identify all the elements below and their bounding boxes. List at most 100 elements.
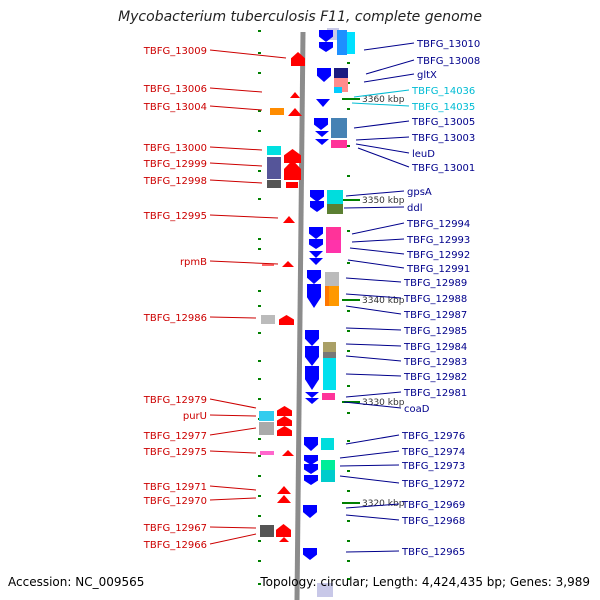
right-label-connector (339, 475, 400, 484)
forward-gene-triangle (283, 216, 295, 223)
right-label-connector (349, 247, 405, 255)
domain-box (323, 352, 336, 358)
domain-box (327, 204, 343, 214)
left-label-connector (209, 49, 287, 59)
domain-box (259, 411, 274, 421)
reverse-gene-arrow (304, 464, 318, 474)
reverse-gene-arrow (314, 118, 328, 130)
left-label-connector (209, 526, 257, 529)
tick-mark (258, 198, 261, 200)
tick-mark (347, 230, 350, 232)
forward-gene-triangle (282, 261, 294, 267)
domain-box (321, 460, 335, 470)
tick-mark (258, 378, 261, 380)
tick-mark (258, 238, 261, 240)
forward-gene-triangle (277, 486, 291, 494)
right-label-connector (355, 136, 410, 141)
left-label-connector (209, 450, 257, 454)
scale-label: 3320 kbp (362, 499, 405, 509)
right-label-connector (351, 238, 405, 243)
tick-mark (258, 560, 261, 562)
tick-mark (258, 290, 261, 292)
reverse-gene-triangle (315, 131, 329, 137)
right-gene-label: TBFG_13003 (411, 133, 475, 144)
right-label-connector (343, 401, 402, 409)
left-gene-label: TBFG_12975 (143, 447, 207, 458)
left-label-connector (209, 146, 263, 151)
right-gene-label: TBFG_13008 (416, 56, 480, 67)
forward-gene-arrow (277, 416, 292, 426)
domain-box (267, 157, 281, 179)
tick-mark (258, 72, 261, 74)
left-gene-label: TBFG_12966 (143, 540, 207, 551)
right-gene-label: TBFG_12981 (403, 388, 467, 399)
tick-mark (347, 520, 350, 522)
reverse-gene-arrow (304, 437, 318, 451)
reverse-gene-triangle (309, 258, 323, 265)
right-gene-label: TBFG_12969 (401, 500, 465, 511)
left-label-connector (209, 485, 257, 491)
tick-mark (258, 540, 261, 542)
domain-box (259, 422, 274, 435)
right-label-connector (345, 327, 402, 331)
right-label-connector (357, 147, 410, 168)
right-label-connector (345, 434, 400, 445)
right-label-connector (345, 503, 400, 509)
right-label-connector (363, 42, 415, 51)
tick-mark (347, 310, 350, 312)
label-layer: TBFG_13009TBFG_13006TBFG_13004TBFG_13000… (143, 39, 481, 558)
domain-box (347, 32, 355, 54)
domain-box (322, 393, 335, 400)
reverse-gene-triangle (316, 99, 330, 107)
domain-box (267, 180, 281, 188)
tick-mark (347, 490, 350, 492)
domain-box (321, 438, 334, 450)
tick-mark (258, 30, 261, 32)
forward-gene-triangle (288, 108, 302, 116)
tick-mark (347, 470, 350, 472)
right-label-connector (345, 277, 402, 283)
topology-text: Topology: circular; Length: 4,424,435 bp… (260, 575, 590, 589)
forward-gene-arrow (277, 406, 292, 416)
right-label-connector (345, 391, 402, 398)
tick-mark (347, 385, 350, 387)
right-label-connector (345, 190, 405, 197)
right-label-connector (351, 222, 405, 235)
left-label-connector (209, 260, 279, 265)
right-gene-label: TBFG_12983 (403, 357, 467, 368)
tick-mark (347, 108, 350, 110)
domain-box (321, 470, 335, 482)
right-gene-label: TBFG_12991 (406, 264, 470, 275)
forward-gene-arrow (284, 149, 301, 163)
domain-box (323, 358, 336, 390)
right-label-connector (353, 89, 410, 98)
forward-gene-arrow (279, 315, 294, 325)
right-label-connector (365, 59, 415, 75)
right-gene-label: TBFG_12973 (401, 461, 465, 472)
left-gene-label: TBFG_12979 (143, 395, 207, 406)
domain-box (327, 190, 343, 204)
domain-box (262, 264, 274, 266)
tick-mark (258, 398, 261, 400)
forward-gene-triangle (282, 450, 294, 456)
scale-label: 3350 kbp (362, 196, 405, 206)
reverse-gene-arrow (309, 227, 323, 239)
tick-mark (258, 583, 261, 585)
tick-mark (258, 110, 261, 112)
forward-gene-arrow (291, 52, 305, 66)
reverse-gene-triangle (305, 392, 319, 398)
bottom-fade-block (317, 583, 333, 597)
right-label-connector (339, 450, 400, 459)
tick-mark (347, 440, 350, 442)
left-gene-label: TBFG_13006 (143, 84, 207, 95)
tick-mark (347, 540, 350, 542)
right-label-connector (345, 355, 402, 362)
reverse-gene-triangle (305, 398, 319, 404)
tick-mark (258, 332, 261, 334)
right-label-connector (351, 102, 410, 107)
left-label-connector (209, 105, 263, 111)
reverse-gene-arrow (304, 455, 318, 465)
reverse-gene-arrow (304, 475, 318, 485)
tick-mark (258, 52, 261, 54)
reverse-gene-arrow (307, 284, 321, 308)
